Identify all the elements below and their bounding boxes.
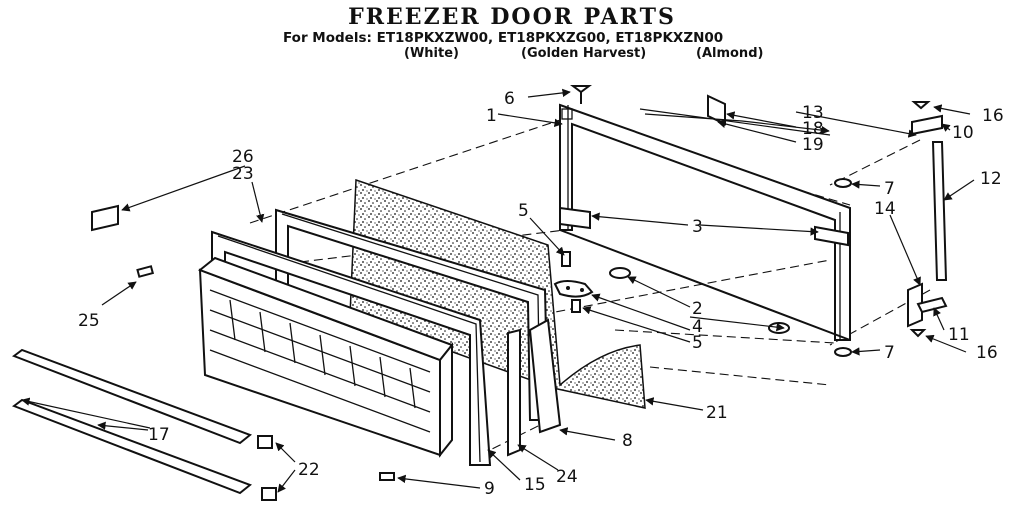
callout-22: 22 [298, 460, 320, 480]
callout-23: 23 [232, 164, 254, 184]
part-17-trim-strips [11, 348, 253, 495]
callout-6: 6 [504, 89, 515, 109]
diagram-header: FREEZER DOOR PARTS For Models: ET18PKXZW… [0, 0, 1024, 70]
part-5-screws [561, 251, 581, 313]
callout-labels: 6 1 13 18 19 16 10 7 12 14 3 5 2 4 5 11 … [78, 89, 1004, 499]
part-8-trim [528, 318, 562, 434]
part-3-hinge-brackets [559, 206, 849, 247]
callout-1: 1 [486, 106, 497, 126]
part-12-hinge-strip [931, 141, 948, 281]
callout-5-top: 5 [518, 201, 529, 221]
part-24-side-strip [507, 328, 521, 457]
callout-16-bottom: 16 [976, 343, 998, 363]
callout-7-top: 7 [884, 179, 895, 199]
part-26-clip [91, 204, 119, 232]
part-22-end-caps [257, 435, 277, 501]
callout-2: 2 [692, 299, 703, 319]
callout-24: 24 [556, 467, 578, 487]
variant-golden-harvest: (Golden Harvest) [521, 46, 647, 61]
diagram-title: FREEZER DOOR PARTS [348, 4, 676, 30]
callout-26: 26 [232, 147, 254, 167]
part-21-insulation [349, 178, 646, 409]
callout-17: 17 [148, 425, 170, 445]
callout-5-bottom: 5 [692, 333, 703, 353]
callout-9: 9 [484, 479, 495, 499]
callout-3: 3 [692, 217, 703, 237]
part-6-screw [570, 85, 592, 104]
callout-13: 13 [802, 103, 824, 123]
part-9-screw [379, 472, 395, 481]
part-7-washers [834, 178, 852, 357]
variant-almond: (Almond) [696, 46, 764, 61]
callout-11: 11 [948, 325, 970, 345]
door-shelf-bin [198, 256, 454, 458]
part-11-lower-hinge [909, 296, 948, 338]
model-numbers: For Models: ET18PKXZW00, ET18PKXZG00, ET… [283, 30, 724, 46]
callout-16-top: 16 [982, 106, 1004, 126]
callout-25: 25 [78, 311, 100, 331]
callout-18: 18 [802, 119, 824, 139]
callout-19: 19 [802, 135, 824, 155]
part-4-plate [553, 280, 594, 298]
callout-14: 14 [874, 199, 896, 219]
variant-white: (White) [404, 46, 459, 61]
callout-4: 4 [692, 317, 703, 337]
callout-7-bottom: 7 [884, 343, 895, 363]
callout-leaders [21, 88, 975, 493]
part-14-lower-hinge-bracket [907, 282, 923, 328]
callout-8: 8 [622, 431, 633, 451]
callout-10: 10 [952, 123, 974, 143]
callout-12: 12 [980, 169, 1002, 189]
callout-21: 21 [706, 403, 728, 423]
part-25-plug [136, 265, 155, 278]
callout-15: 15 [524, 475, 546, 495]
upper-hinge-assembly [911, 101, 943, 136]
